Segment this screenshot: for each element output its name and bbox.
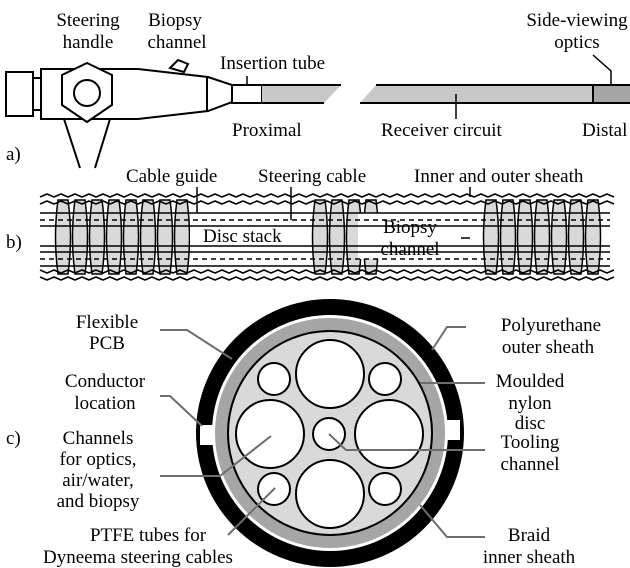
handle-leg-right — [94, 118, 111, 169]
label-polyurethane-1: Polyurethane — [501, 315, 601, 336]
braid-leader — [419, 504, 485, 538]
label-polyurethane-2: outer sheath — [502, 337, 595, 358]
handle-leg-left — [63, 118, 81, 169]
ptfe-tube-tr — [368, 362, 402, 396]
label-channels-3: air/water, — [62, 470, 134, 491]
label-channels-2: for optics, — [59, 449, 136, 470]
ptfe-tube-tl — [257, 362, 291, 396]
label-channels-4: and biopsy — [57, 491, 140, 512]
label-biopsy-channel-2: channel — [147, 32, 206, 53]
label-steering-handle-2: handle — [63, 32, 114, 53]
label-moulded-3: disc — [515, 413, 546, 434]
outer-sheath-wave-top — [39, 200, 615, 205]
label-inner-outer-sheath: Inner and outer sheath — [414, 166, 584, 187]
insertion-tube-white — [231, 84, 263, 104]
label-braid-2: inner sheath — [483, 547, 576, 568]
handle-neck — [32, 77, 42, 111]
disc — [139, 199, 157, 275]
ptfe-tube-br — [368, 472, 402, 506]
conductor-notch-left — [200, 425, 214, 445]
panel-label-c: c) — [6, 428, 21, 449]
channel-bottom — [295, 459, 365, 529]
disc — [516, 199, 534, 275]
outer-sheath-wave-bottom — [39, 276, 615, 281]
biopsy-port — [168, 58, 190, 74]
label-flexible-pcb-1: Flexible — [76, 312, 138, 333]
conductor-notch-right — [446, 420, 460, 440]
disc — [567, 199, 585, 275]
panel-b: Cable guide Steering cable Inner and out… — [6, 166, 615, 281]
label-channels-1: Channels — [63, 428, 134, 449]
disc — [173, 199, 191, 275]
channel-left — [235, 399, 305, 469]
label-moulded-2: nylon — [508, 393, 552, 414]
panel-c: Flexible PCB Conductor location c) Chann… — [6, 299, 601, 568]
disc — [156, 199, 174, 275]
disc — [105, 199, 123, 275]
conductor-leader — [160, 395, 203, 427]
flexible-pcb-leader — [160, 329, 233, 360]
panel-label-a: a) — [6, 144, 21, 165]
panel-a: Steering handle Biopsy channel Insertion… — [5, 10, 630, 169]
label-side-viewing-1: Side-viewing — [526, 10, 628, 31]
label-disc-stack: Disc stack — [203, 226, 282, 247]
label-tooling-1: Tooling — [501, 432, 560, 453]
channel-top — [295, 339, 365, 409]
disc-stack-group — [54, 199, 602, 275]
disc — [533, 199, 551, 275]
steering-knob-hub — [73, 79, 101, 107]
label-conductor-1: Conductor — [65, 371, 146, 392]
ptfe-leader — [227, 487, 276, 536]
label-cable-guide: Cable guide — [126, 166, 217, 187]
disc — [482, 199, 500, 275]
panel-label-b: b) — [6, 232, 22, 253]
label-receiver-circuit: Receiver circuit — [381, 120, 503, 141]
label-conductor-2: location — [74, 393, 136, 414]
label-steering-cable: Steering cable — [258, 166, 366, 187]
insertion-tube-proximal — [262, 85, 341, 103]
optics-leader — [592, 54, 612, 85]
label-biopsy-channel-1: Biopsy — [148, 10, 202, 31]
label-ptfe-2: Dyneema steering cables — [43, 547, 233, 568]
insertion-tube-distal — [360, 85, 593, 103]
disc — [54, 199, 72, 275]
tooling-leader — [328, 433, 485, 451]
polyurethane-leader — [431, 326, 466, 351]
handle-endcap — [5, 71, 34, 117]
label-proximal: Proximal — [232, 120, 302, 141]
disc — [311, 199, 329, 275]
disc — [88, 199, 106, 275]
label-flexible-pcb-2: PCB — [89, 333, 125, 354]
sheath-lines — [39, 193, 615, 281]
disc — [550, 199, 568, 275]
channels-leader — [160, 435, 272, 477]
disc — [328, 199, 346, 275]
label-biopsy-channel-b2: channel — [380, 239, 439, 260]
optics-segment — [593, 85, 630, 103]
outer-sheath-wave-bottom — [39, 269, 615, 274]
channel-right — [354, 399, 424, 469]
label-steering-handle-1: Steering — [56, 10, 120, 31]
label-insertion-tube: Insertion tube — [220, 53, 325, 74]
disc — [584, 199, 602, 275]
disc — [499, 199, 517, 275]
label-moulded-1: Moulded — [496, 371, 565, 392]
disc — [71, 199, 89, 275]
label-ptfe-1: PTFE tubes for — [90, 525, 207, 546]
label-biopsy-channel-b1: Biopsy — [383, 217, 437, 238]
disc — [122, 199, 140, 275]
label-distal: Distal — [582, 120, 627, 141]
label-braid-1: Braid — [508, 525, 551, 546]
outer-sheath-wave-top — [39, 193, 615, 198]
label-side-viewing-2: optics — [554, 32, 599, 53]
label-tooling-2: channel — [500, 454, 559, 475]
